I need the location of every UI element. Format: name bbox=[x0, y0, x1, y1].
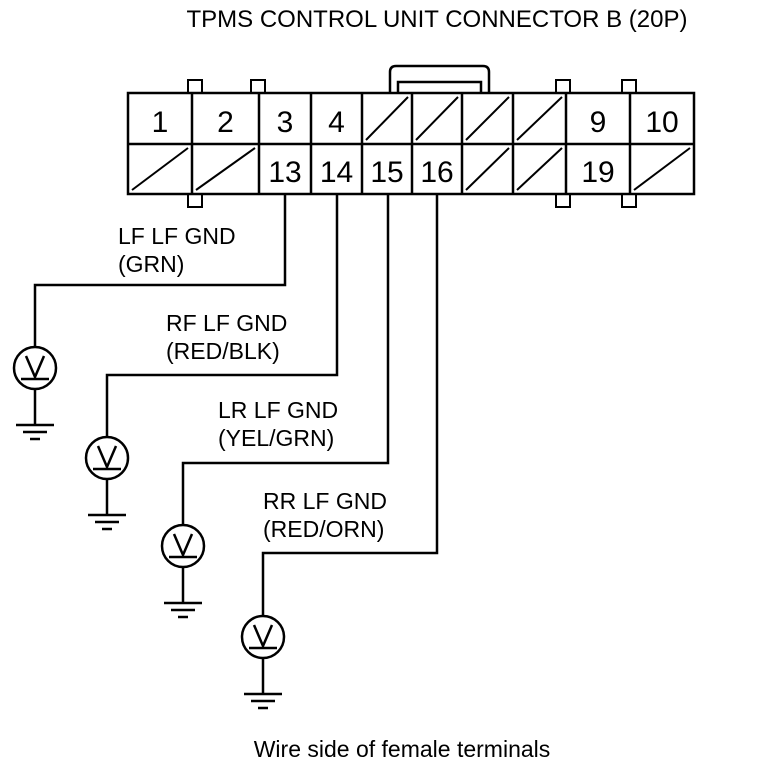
footer-caption: Wire side of female terminals bbox=[254, 736, 551, 762]
terminal-9: 9 bbox=[590, 106, 607, 139]
connector-latch bbox=[388, 64, 491, 93]
terminal-16: 16 bbox=[420, 156, 453, 189]
wire bbox=[181, 194, 390, 524]
diagram-title: TPMS CONTROL UNIT CONNECTOR B (20P) bbox=[187, 6, 688, 33]
unused-terminal-slash bbox=[415, 96, 459, 141]
terminal-3: 3 bbox=[277, 106, 294, 139]
wire-color: (RED/ORN) bbox=[263, 516, 384, 542]
wire-color: (GRN) bbox=[118, 251, 184, 277]
terminal-4: 4 bbox=[328, 106, 345, 139]
terminal-15: 15 bbox=[370, 156, 403, 189]
unused-terminal-slash bbox=[516, 147, 563, 191]
circuit-15: LR LF GND(YEL/GRN) bbox=[160, 194, 390, 619]
terminal-10: 10 bbox=[645, 106, 678, 139]
circuit-name: LR LF GND bbox=[218, 397, 338, 423]
terminal-19: 19 bbox=[581, 156, 614, 189]
terminal-14: 14 bbox=[320, 156, 353, 189]
unused-terminal-slash bbox=[465, 96, 510, 141]
circuit-13: LF LF GND(GRN) bbox=[12, 194, 287, 441]
voltmeter-icon bbox=[84, 435, 130, 481]
terminal-1: 1 bbox=[152, 106, 169, 139]
voltmeter-icon bbox=[240, 614, 286, 660]
ground-icon bbox=[88, 479, 126, 531]
unused-terminal-slash bbox=[365, 96, 409, 141]
wire-color: (YEL/GRN) bbox=[218, 425, 334, 451]
circuit-name: RR LF GND bbox=[263, 488, 387, 514]
terminal-cells: 1 2 3 4 9 10 13 14 15 16 19 bbox=[131, 93, 691, 194]
wire bbox=[261, 194, 439, 615]
wire bbox=[33, 194, 287, 346]
circuit-14: RF LF GND(RED/BLK) bbox=[84, 194, 339, 531]
unused-terminal-slash bbox=[516, 96, 563, 141]
ground-icon bbox=[244, 658, 282, 710]
wire-harness: LF LF GND(GRN)RF LF GND(RED/BLK)LR LF GN… bbox=[12, 194, 439, 710]
ground-icon bbox=[164, 567, 202, 619]
ground-icon bbox=[16, 389, 54, 441]
unused-terminal-slash bbox=[465, 147, 510, 191]
unused-terminal-slash bbox=[633, 147, 691, 191]
wire-color: (RED/BLK) bbox=[166, 338, 280, 364]
wire bbox=[105, 194, 339, 436]
unused-terminal-slash bbox=[195, 147, 256, 191]
terminal-2: 2 bbox=[217, 106, 234, 139]
circuit-name: RF LF GND bbox=[166, 310, 287, 336]
terminal-13: 13 bbox=[268, 156, 301, 189]
unused-terminal-slash bbox=[131, 147, 189, 191]
voltmeter-icon bbox=[12, 345, 58, 391]
voltmeter-icon bbox=[160, 523, 206, 569]
circuit-16: RR LF GND(RED/ORN) bbox=[240, 194, 439, 710]
circuit-name: LF LF GND bbox=[118, 223, 236, 249]
